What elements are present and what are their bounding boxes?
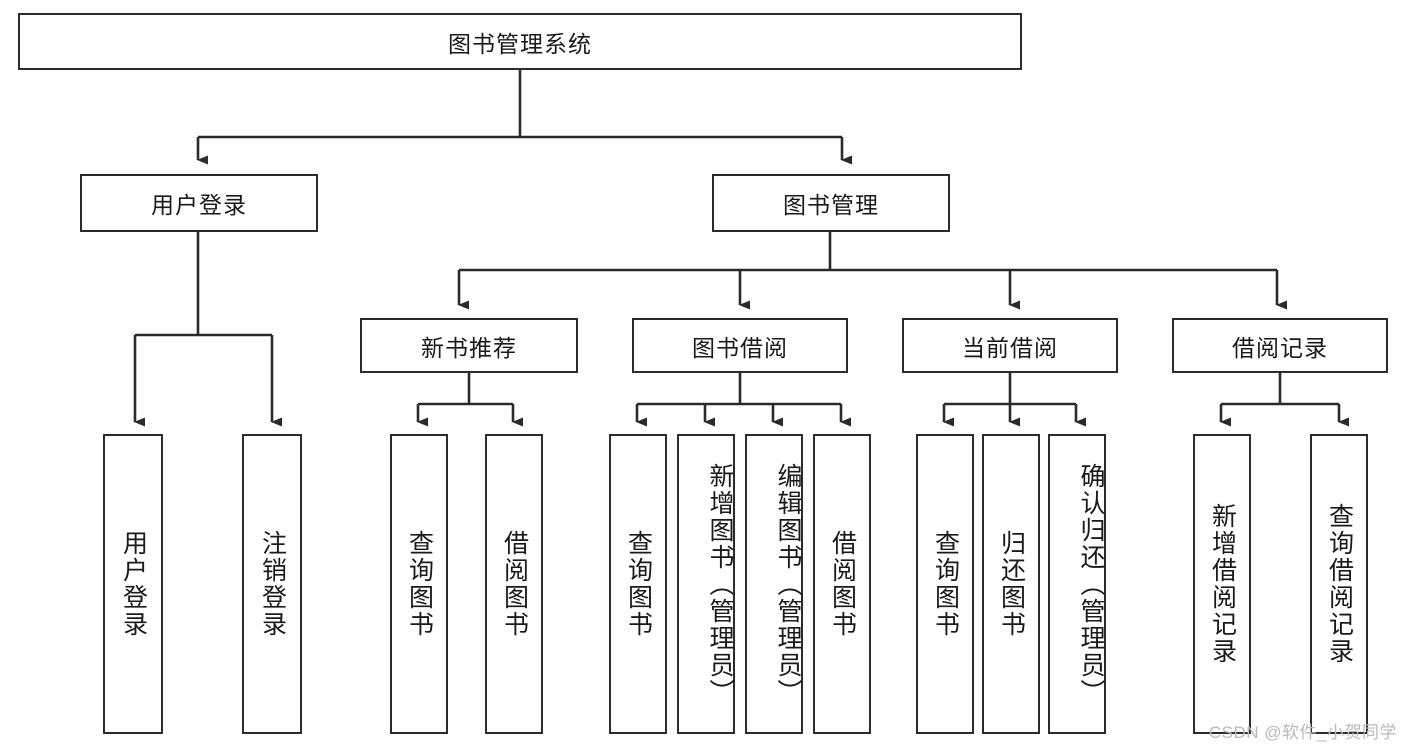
leaf-label: 编辑图书（管理员） — [774, 462, 802, 706]
leaf-recommend-borrow-book[interactable]: 借阅图书 — [485, 434, 543, 734]
leaf-label: 借阅图书 — [500, 530, 529, 638]
node-current-borrow-label: 当前借阅 — [962, 334, 1058, 361]
leaf-label: 查询图书 — [931, 530, 960, 638]
leaf-label: 注销登录 — [258, 530, 287, 638]
leaf-current-query-book[interactable]: 查询图书 — [916, 434, 974, 734]
node-new-book-recommend-label: 新书推荐 — [421, 334, 517, 361]
leaf-label: 查询图书 — [624, 530, 653, 638]
leaf-label: 新增借阅记录 — [1208, 503, 1237, 665]
node-borrow-record-label: 借阅记录 — [1232, 334, 1328, 361]
leaf-current-confirm-return-admin[interactable]: 确认归还（管理员） — [1048, 434, 1106, 734]
node-user-login[interactable]: 用户登录 — [80, 174, 318, 232]
node-book-management[interactable]: 图书管理 — [712, 174, 950, 232]
leaf-label: 用户登录 — [119, 530, 148, 638]
leaf-label: 借阅图书 — [828, 530, 857, 638]
node-new-book-recommend[interactable]: 新书推荐 — [360, 318, 578, 373]
node-root[interactable]: 图书管理系统 — [18, 13, 1022, 70]
leaf-label: 新增图书（管理员） — [706, 462, 734, 706]
node-book-borrow[interactable]: 图书借阅 — [632, 318, 848, 373]
leaf-record-query-record[interactable]: 查询借阅记录 — [1310, 434, 1368, 734]
leaf-label: 查询借阅记录 — [1325, 503, 1354, 665]
leaf-label: 确认归还（管理员） — [1077, 462, 1105, 706]
node-root-label: 图书管理系统 — [448, 30, 592, 57]
leaf-record-add-record[interactable]: 新增借阅记录 — [1193, 434, 1251, 734]
leaf-borrow-borrow-book[interactable]: 借阅图书 — [813, 434, 871, 734]
leaf-recommend-query-book[interactable]: 查询图书 — [390, 434, 448, 734]
node-book-borrow-label: 图书借阅 — [692, 334, 788, 361]
leaf-current-return-book[interactable]: 归还图书 — [982, 434, 1040, 734]
node-current-borrow[interactable]: 当前借阅 — [902, 318, 1118, 373]
leaf-borrow-add-book-admin[interactable]: 新增图书（管理员） — [677, 434, 735, 734]
node-borrow-record[interactable]: 借阅记录 — [1172, 318, 1388, 373]
leaf-borrow-edit-book-admin[interactable]: 编辑图书（管理员） — [745, 434, 803, 734]
leaf-label: 查询图书 — [405, 530, 434, 638]
node-user-login-label: 用户登录 — [151, 192, 247, 218]
leaf-user-login-logout[interactable]: 注销登录 — [242, 434, 302, 734]
watermark: CSDN @软件_小贺同学 — [1208, 723, 1397, 742]
node-book-management-label: 图书管理 — [783, 192, 879, 218]
leaf-user-login-login[interactable]: 用户登录 — [103, 434, 163, 734]
leaf-borrow-query-book[interactable]: 查询图书 — [609, 434, 667, 734]
leaf-label: 归还图书 — [997, 530, 1026, 638]
